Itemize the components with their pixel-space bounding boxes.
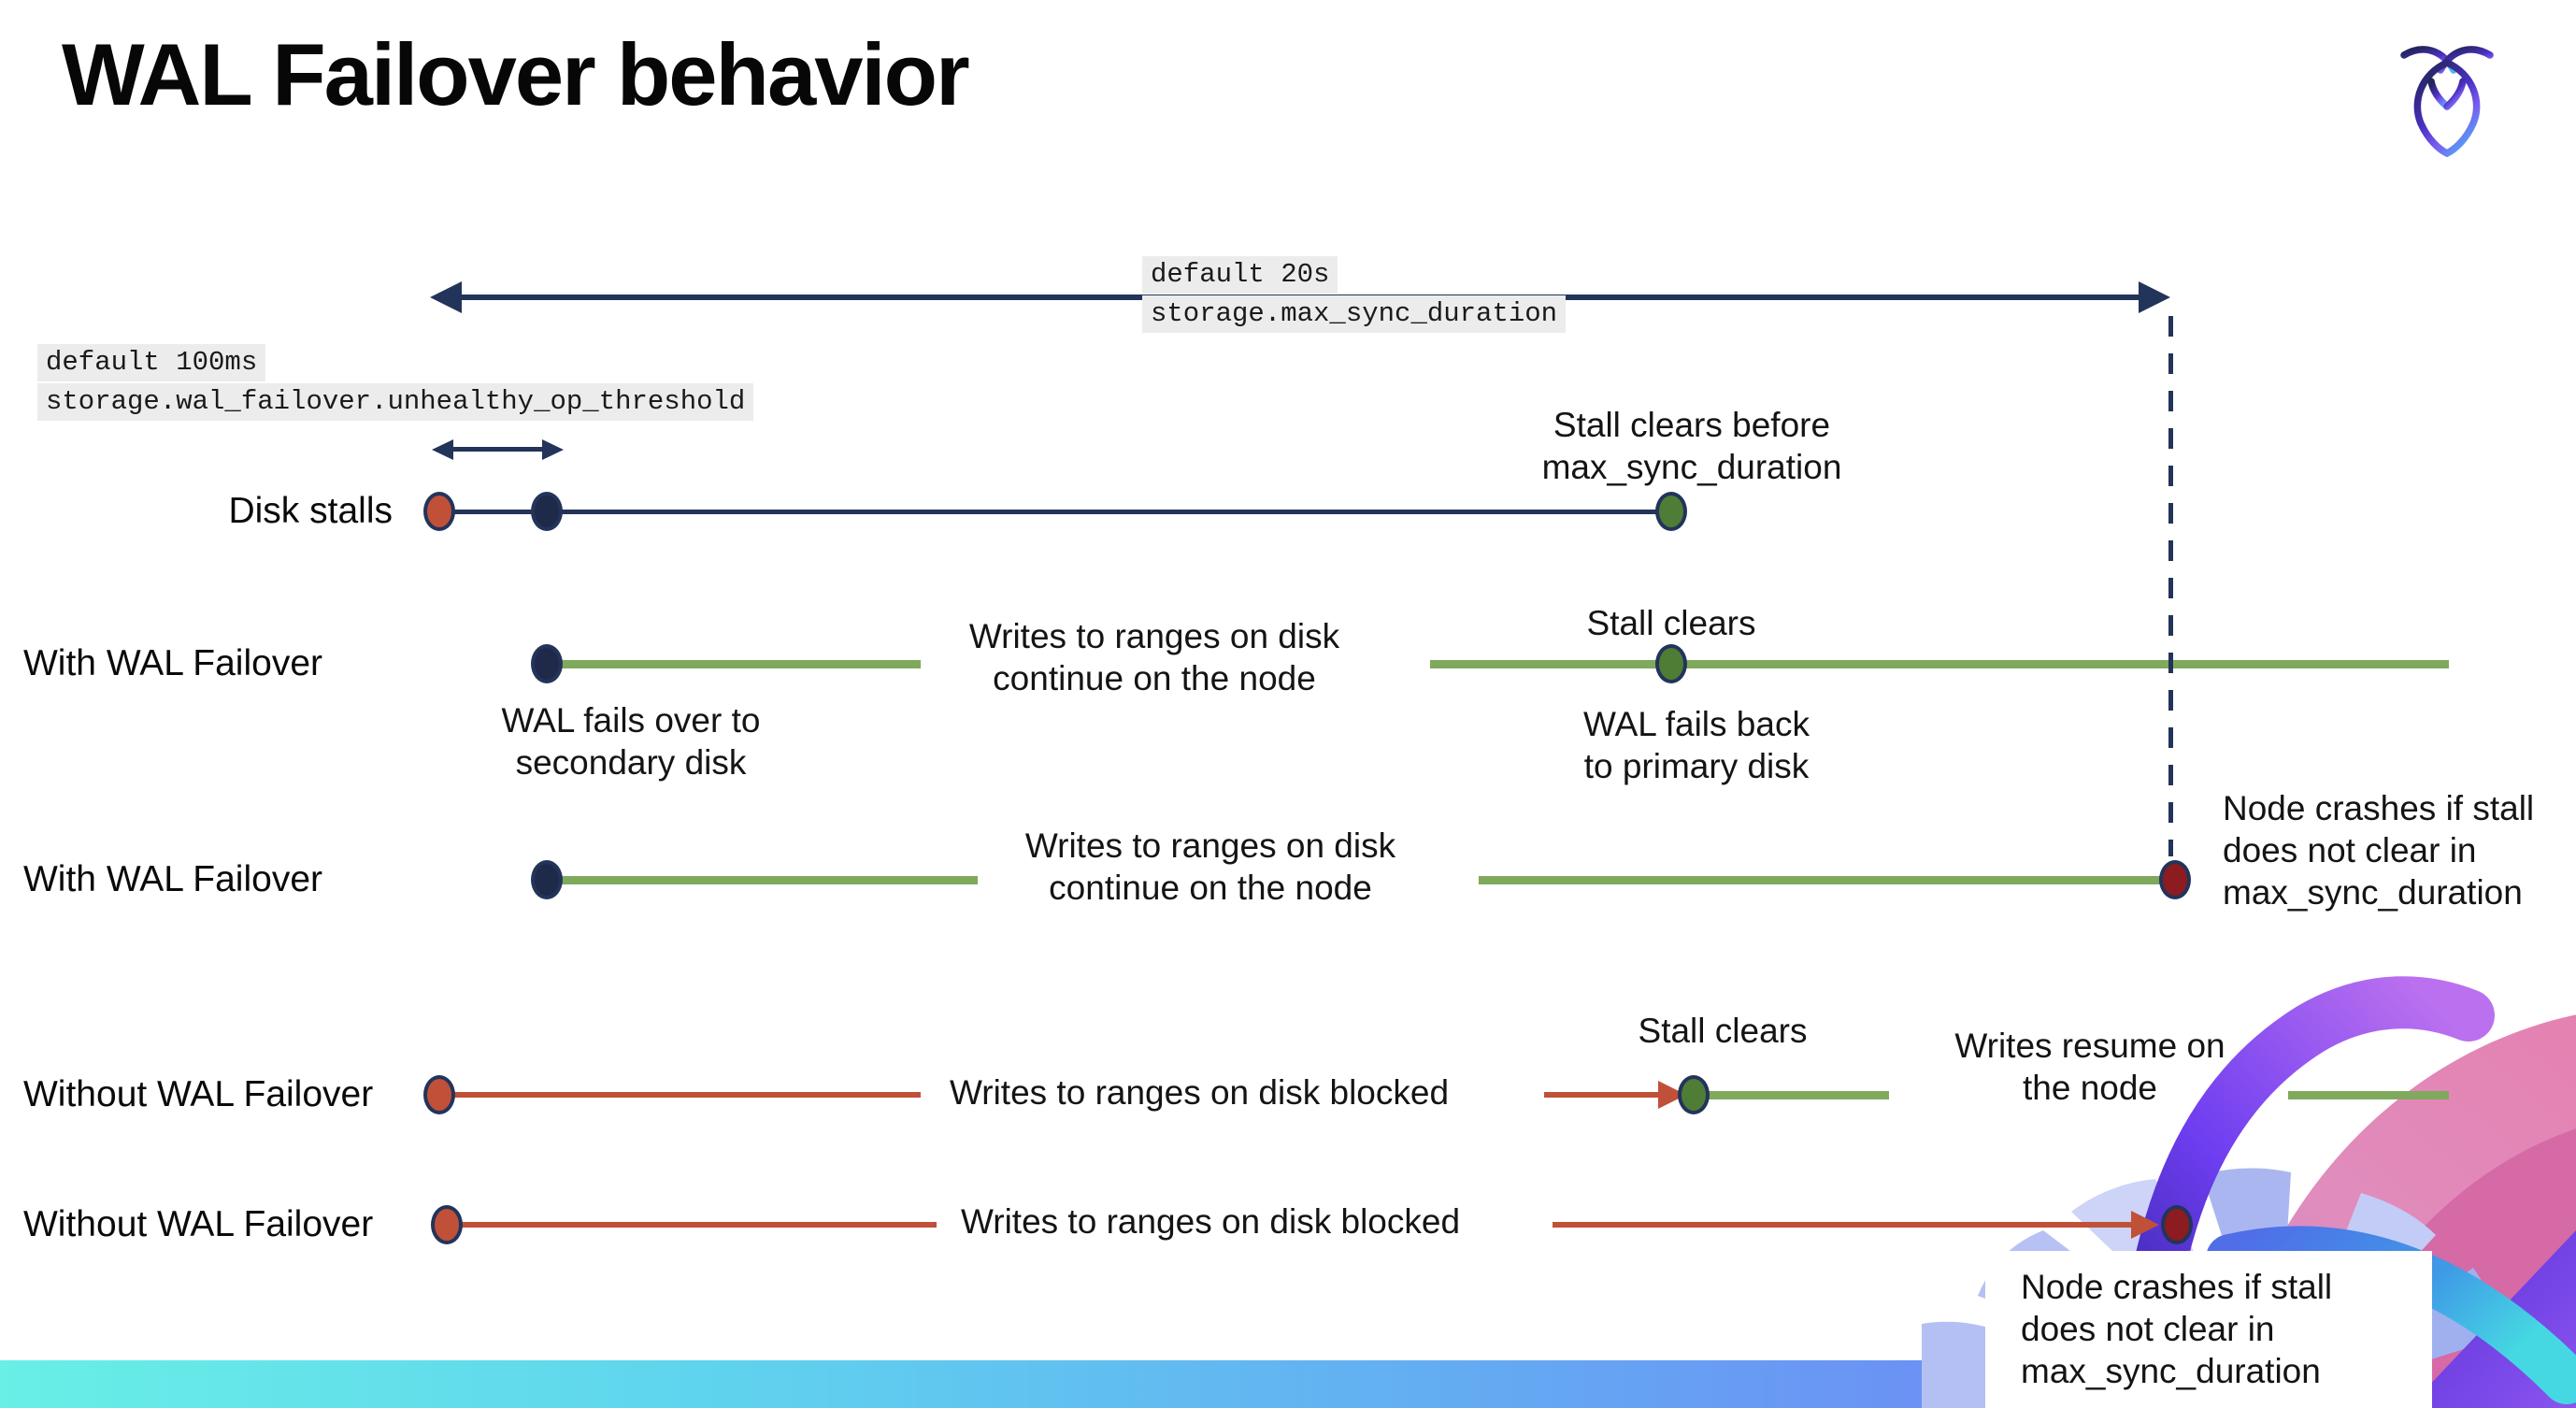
row-label-with-wal-failover-1: With WAL Failover — [23, 643, 322, 683]
row-label-with-wal-failover-2: With WAL Failover — [23, 859, 322, 899]
red-arrowhead-icon-2 — [2131, 1211, 2159, 1239]
writes-resume-line-b — [2288, 1091, 2449, 1099]
writes-continue-line-2b — [1479, 876, 2167, 884]
note-writes-blocked-2: Writes to ranges on disk blocked — [961, 1202, 1461, 1241]
small-arrowhead-left-icon — [432, 439, 453, 460]
page-title: WAL Failover behavior — [62, 25, 970, 123]
max-sync-setting-name: storage.max_sync_duration — [1142, 295, 1567, 333]
note-stall-clears-1: Stall clears — [1586, 604, 1756, 642]
arrowhead-left-icon — [430, 281, 462, 313]
stall-start-dot-2 — [423, 1075, 455, 1114]
stall-clears-dot-row1 — [1655, 492, 1687, 531]
max-sync-duration-callout: default 20s storage.max_sync_duration — [1142, 256, 1567, 335]
max-sync-default-label: default 20s — [1142, 256, 1338, 294]
note-stall-clears-before: Stall clears before max_sync_duration — [1541, 406, 1842, 486]
unhealthy-op-default-label: default 100ms — [37, 344, 266, 381]
node-crash-arrow-line — [1553, 1222, 2135, 1228]
cockroachdb-logo-icon — [2400, 46, 2494, 157]
note-node-crashes-1: Node crashes if stall does not clear in … — [2223, 789, 2535, 912]
note-writes-blocked-1: Writes to ranges on disk blocked — [950, 1073, 1450, 1112]
writes-continue-line-1a — [553, 660, 921, 668]
unhealthy-op-threshold-callout: default 100ms storage.wal_failover.unhea… — [37, 344, 754, 423]
writes-blocked-line-1 — [439, 1092, 921, 1098]
threshold-arrow-line — [449, 447, 548, 452]
note-writes-continue-2: Writes to ranges on disk continue on the… — [1024, 826, 1396, 907]
note-writes-continue-1: Writes to ranges on disk continue on the… — [968, 617, 1340, 697]
failover-dot — [531, 644, 563, 683]
writes-continue-line-1b — [1430, 660, 2449, 668]
stall-start-dot — [423, 492, 455, 531]
stall-clears-dot-row4 — [1678, 1075, 1710, 1114]
row-label-disk-stalls: Disk stalls — [228, 491, 393, 531]
note-stall-clears-2: Stall clears — [1638, 1012, 1808, 1050]
note-writes-resume: Writes resume on the node — [1954, 1027, 2225, 1107]
failover-dot-2 — [531, 860, 563, 899]
writes-continue-line-2a — [553, 876, 978, 884]
threshold-dot — [531, 492, 563, 531]
note-wal-fails-back: WAL fails back to primary disk — [1583, 705, 1810, 785]
row-label-without-wal-failover-2: Without WAL Failover — [23, 1204, 374, 1244]
stall-start-dot-3 — [431, 1205, 463, 1244]
row-label-without-wal-failover-1: Without WAL Failover — [23, 1074, 374, 1114]
note-wal-fails-over: WAL fails over to secondary disk — [501, 701, 761, 782]
note-node-crashes-2: Node crashes if stall does not clear in … — [2021, 1268, 2333, 1390]
max-sync-boundary-dashed-line — [2168, 316, 2173, 856]
arrowhead-right-icon — [2139, 281, 2170, 313]
stall-clears-arrow-line-1 — [1544, 1092, 1662, 1098]
node-crash-dot-1 — [2159, 860, 2191, 899]
small-arrowhead-right-icon — [542, 439, 564, 460]
writes-blocked-line-2 — [447, 1222, 937, 1228]
disk-stall-timeline — [439, 510, 1671, 514]
node-crash-dot-2 — [2161, 1205, 2193, 1244]
writes-resume-line-a — [1694, 1091, 1889, 1099]
node-crash-callout-box: Node crashes if stall does not clear in … — [1985, 1251, 2432, 1408]
unhealthy-op-setting-name: storage.wal_failover.unhealthy_op_thresh… — [37, 383, 754, 421]
failback-dot — [1655, 644, 1687, 683]
